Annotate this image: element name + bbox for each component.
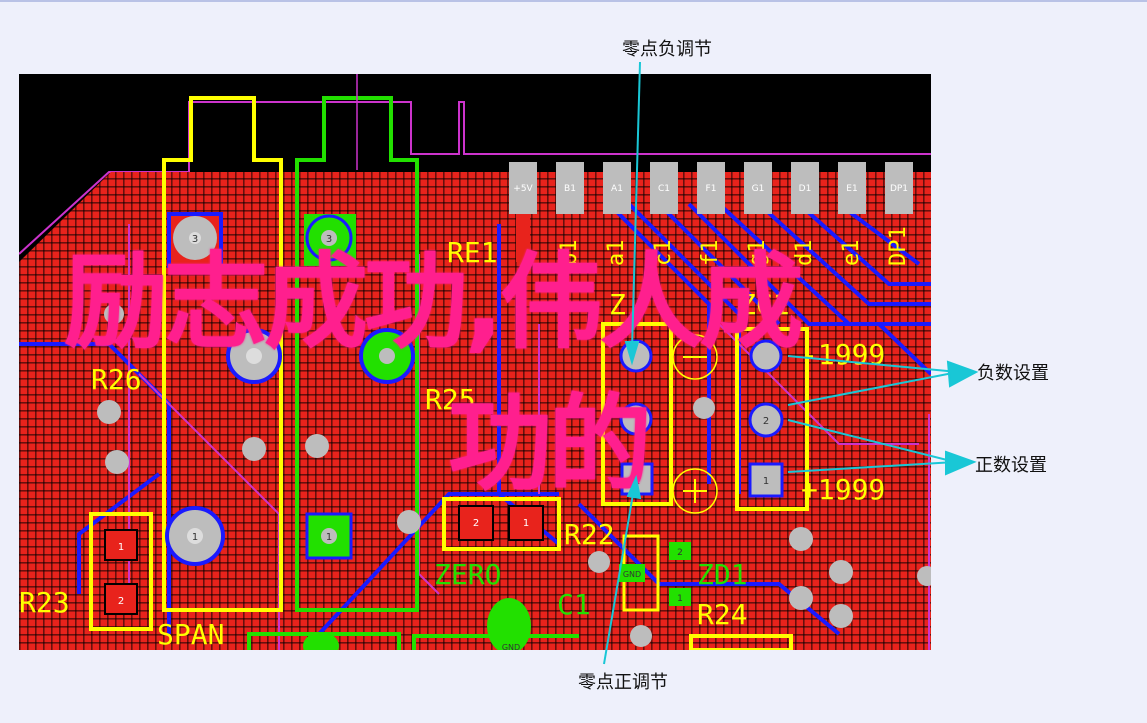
pad-label: 1 [118, 542, 124, 553]
overlay-line-1: 励志成功,伟人成 [64, 241, 804, 363]
pad-label: 2 [677, 548, 683, 558]
pad-label: 1 [763, 476, 769, 487]
pad-label: 2 [763, 416, 769, 427]
connector-pad [791, 162, 819, 214]
callout-zero-positive: 零点正调节 [578, 672, 668, 693]
connector-pin-label: B1 [564, 184, 576, 194]
overlay-line-2: 功的 [448, 383, 652, 505]
label-minus-1999: -1999 [801, 338, 885, 371]
label-plus-1999: +1999 [801, 473, 885, 506]
zc1-pot-outline [735, 327, 809, 511]
connector-pad [650, 162, 678, 214]
label-r23: R23 [19, 586, 70, 619]
pad-label: 2 [118, 596, 124, 607]
label-zero: ZERO [434, 558, 501, 591]
pad-group: 3 3 1 1 1 [97, 212, 931, 650]
connector-pad [509, 162, 537, 214]
pad-label: 1 [192, 532, 198, 543]
label-re1: RE1 [447, 236, 498, 269]
label-r22: R22 [564, 518, 615, 551]
connector-pin-label: D1 [799, 184, 812, 194]
pad-label: 2 [473, 518, 479, 529]
connector-pin-label: F1 [706, 184, 717, 194]
label-z: Z [609, 288, 626, 321]
callout-positive-setting: 正数设置 [975, 455, 1047, 476]
connector-pin-label: C1 [658, 184, 670, 194]
connector-pad [885, 162, 913, 214]
connector-header: +5V B1 A1 C1 F1 G1 D1 E1 DP1 [509, 162, 913, 214]
label-span: SPAN [157, 618, 224, 650]
r23-outline [89, 512, 153, 631]
pad-label: GND [623, 570, 641, 579]
segment-label: f1 [698, 240, 723, 267]
component-outline-green [295, 96, 419, 612]
segment-labels: b1 a1 c1 f1 g1 d1 e1 DP1 [557, 226, 911, 266]
segment-label: g1 [745, 240, 770, 267]
connector-pad [744, 162, 772, 214]
segment-label: c1 [651, 240, 676, 267]
copper-pour [19, 172, 931, 650]
label-r25: R25 [425, 383, 476, 416]
pad-label: 3 [326, 234, 332, 245]
silkscreen-labels: RE1 R26 R25 Z ZC1 -1999 +1999 R22 ZD1 C1… [19, 236, 885, 650]
connector-pad [556, 162, 584, 214]
label-zc1: ZC1 [739, 288, 790, 321]
segment-label: DP1 [886, 226, 911, 266]
connector-pin-label: DP1 [890, 184, 908, 194]
connector-pin-label: A1 [611, 184, 623, 194]
connector-pad [697, 162, 725, 214]
label-zd1: ZD1 [697, 558, 748, 591]
pad-label: 1 [523, 518, 529, 529]
segment-label: b1 [557, 240, 582, 267]
connector-pin-label: E1 [846, 184, 857, 194]
pad-label: 3 [192, 234, 198, 245]
connector-pin-label: +5V [513, 184, 533, 194]
callout-negative-setting: 负数设置 [977, 363, 1049, 384]
pad-label: GND [502, 643, 520, 650]
label-c1: C1 [557, 588, 591, 621]
label-r24: R24 [697, 598, 748, 631]
connector-pin-label: G1 [752, 184, 765, 194]
segment-label: d1 [792, 240, 817, 267]
green-pad [487, 598, 531, 650]
connector-pad [838, 162, 866, 214]
pad-label: 1 [677, 594, 683, 604]
window-top-border [0, 0, 1147, 2]
pad-label: 1 [326, 532, 332, 543]
segment-label: a1 [604, 240, 629, 267]
callout-zero-negative: 零点负调节 [622, 39, 712, 60]
component-outline-left [162, 96, 283, 612]
r22-outline [442, 497, 561, 551]
connector-pad [603, 162, 631, 214]
label-r26: R26 [91, 363, 142, 396]
segment-label: e1 [839, 240, 864, 267]
blue-traces [19, 202, 931, 636]
